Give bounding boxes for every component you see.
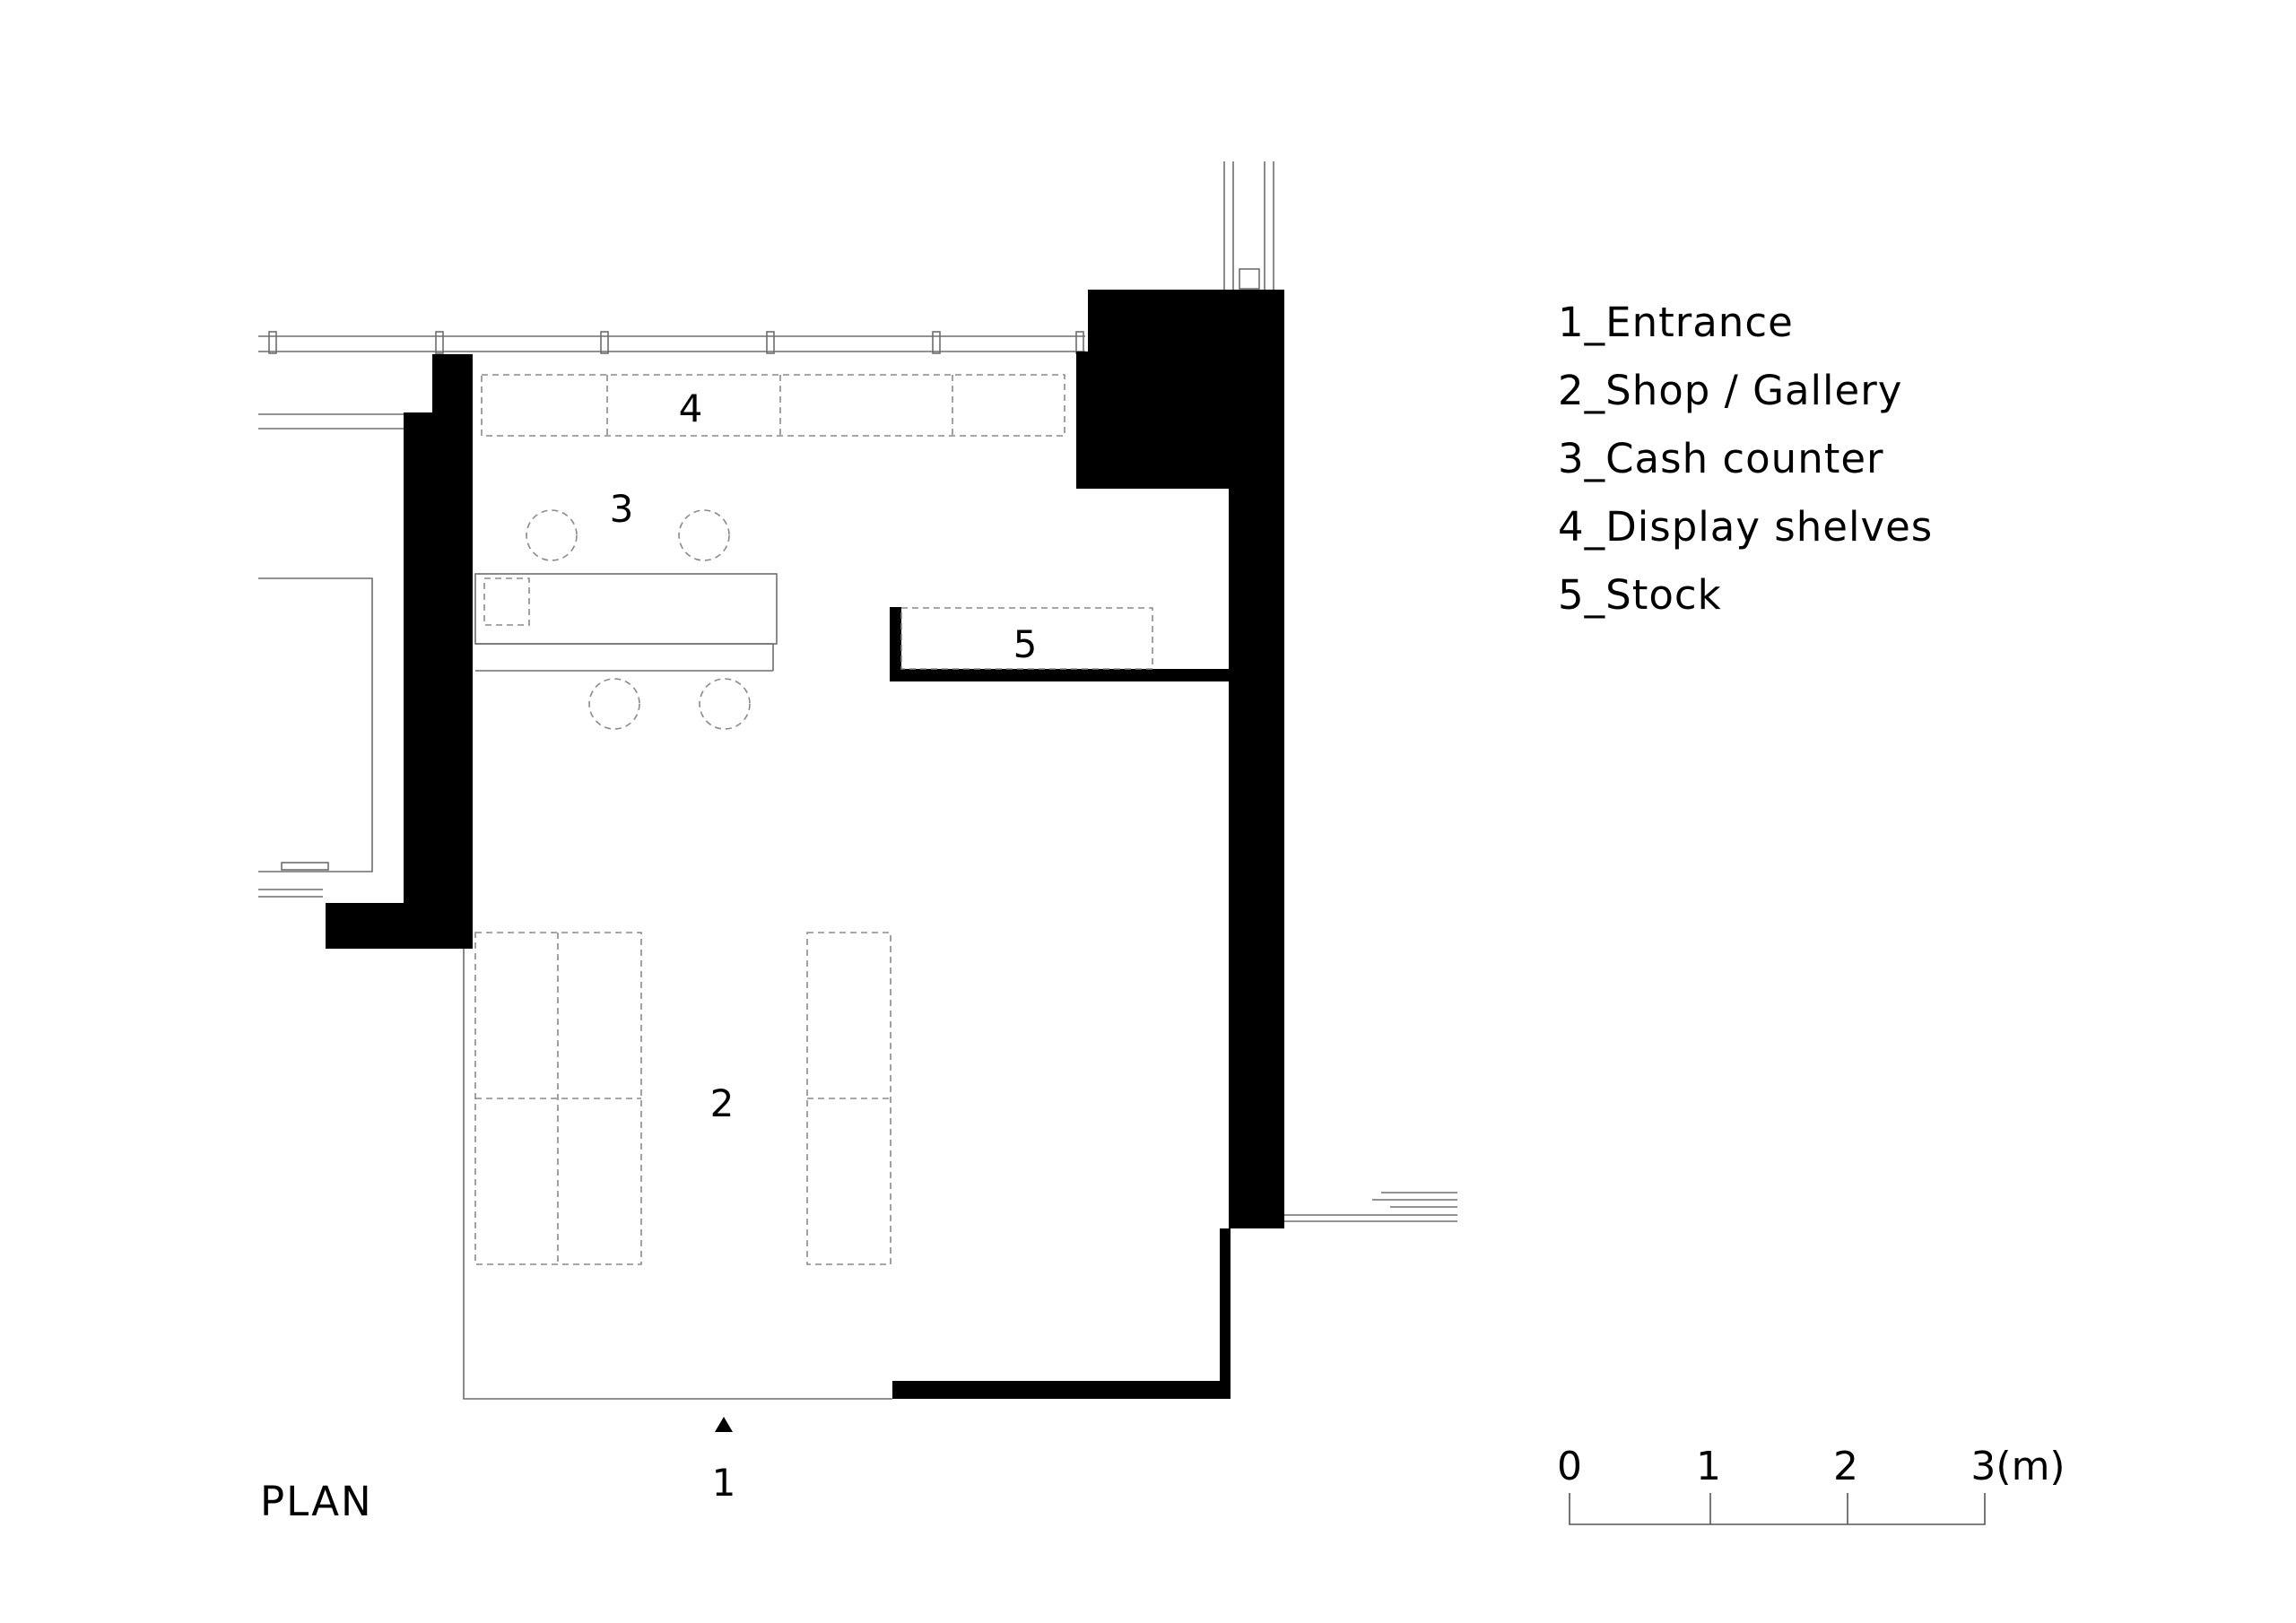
walls: [326, 290, 1284, 1399]
entrance-line: [463, 949, 892, 1400]
room-label-shop-gallery: 2: [710, 1081, 735, 1125]
stock-partition: [890, 607, 1229, 681]
legend-item-stock: 5_Stock: [1558, 571, 1722, 619]
stock-shelf: [900, 607, 1153, 670]
legend-item-display-shelves: 4_Display shelves: [1558, 503, 1933, 551]
right-lower-wall: [892, 1228, 1231, 1399]
scale-bar: 0 1 2 3(m): [1557, 1444, 2066, 1525]
room-label-display-shelves: 4: [679, 386, 703, 430]
top-right-wall: [1076, 290, 1284, 1228]
room-label-cash-counter: 3: [610, 487, 634, 531]
legend-item-cash-counter: 3_Cash counter: [1558, 435, 1884, 482]
scale-tick-1: 1: [1696, 1444, 1721, 1489]
plan-title: PLAN: [260, 1478, 373, 1525]
scale-tick-3: 3(m): [1970, 1444, 2065, 1489]
legend: 1_Entrance 2_Shop / Gallery 3_Cash count…: [1558, 299, 1933, 619]
scale-tick-2: 2: [1833, 1444, 1858, 1489]
entrance-arrow-icon: [715, 1417, 733, 1432]
legend-item-entrance: 1_Entrance: [1558, 299, 1794, 346]
left-neighbour-lines: [258, 413, 404, 898]
scale-tick-0: 0: [1557, 1444, 1582, 1489]
gallery-tables: [474, 932, 891, 1265]
room-label-stock: 5: [1013, 622, 1038, 666]
left-wall: [326, 354, 473, 949]
cash-counter: [474, 509, 778, 730]
room-label-entrance: 1: [712, 1461, 736, 1505]
right-column-lines: [1223, 161, 1274, 291]
right-exterior-lines: [1283, 1192, 1457, 1222]
top-facade-line: [258, 331, 1085, 354]
legend-item-shop-gallery: 2_Shop / Gallery: [1558, 367, 1902, 414]
display-shelves: [481, 374, 1065, 437]
